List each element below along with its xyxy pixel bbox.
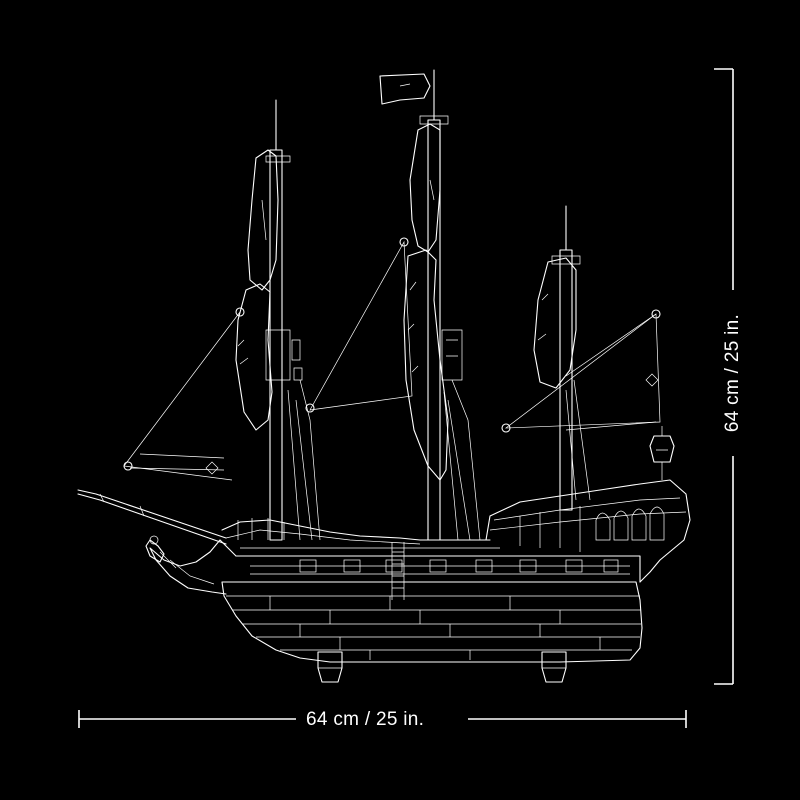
stand-left (317, 651, 343, 683)
bow (149, 539, 237, 595)
fore-topsail (247, 149, 279, 291)
height-dimension (714, 68, 734, 685)
main-topsail (409, 123, 441, 253)
stand-right (541, 651, 567, 683)
galleon-ship-icon (77, 69, 691, 683)
hull (221, 581, 643, 663)
mizzen-sail (533, 257, 577, 389)
stern-lantern (649, 435, 675, 463)
bowsprit (77, 489, 227, 539)
main-mast (427, 69, 441, 541)
fore-course (235, 283, 273, 431)
fore-mast (269, 99, 283, 541)
spanker (504, 313, 661, 429)
figurehead (145, 539, 165, 563)
mizzen-mast (559, 205, 573, 511)
width-dimension-label: 64 cm / 25 in. (300, 709, 431, 731)
stern-castle (485, 479, 691, 583)
flag (379, 73, 431, 105)
height-dimension-label: 64 cm / 25 in. (722, 307, 744, 439)
width-dimension (78, 710, 687, 728)
main-course (403, 249, 449, 481)
